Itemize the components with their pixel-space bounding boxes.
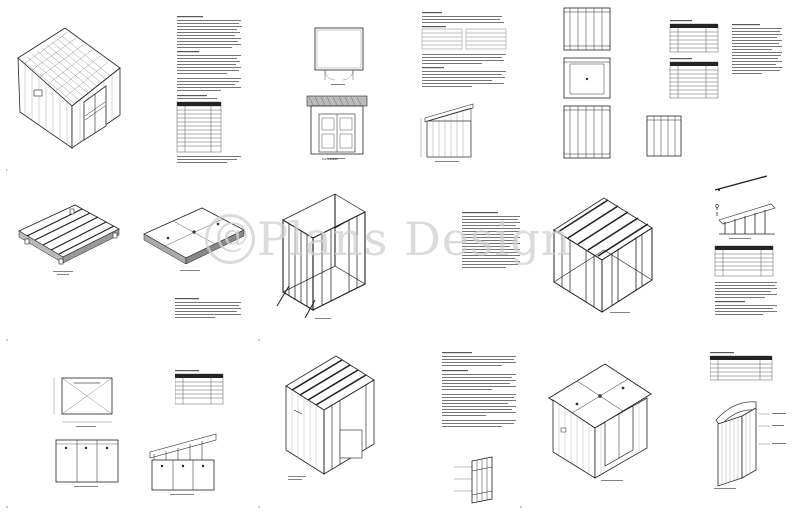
floor-plan-front-elevation (306, 27, 368, 159)
intro-text-panel (175, 14, 245, 174)
page-number: 5 (6, 505, 8, 509)
side-elevation (420, 103, 474, 162)
roof-rafters-siding-iso (285, 355, 375, 480)
floor-frame-iso (18, 204, 120, 275)
right-text-column (732, 24, 782, 74)
roof-framing-iso (553, 197, 653, 313)
floor-plywood-iso (143, 207, 245, 271)
page-number: 3 (6, 338, 8, 342)
page-number: 2 (258, 338, 260, 342)
instructions-text-column (462, 212, 520, 268)
shed-isometric-view (17, 27, 121, 149)
small-shed-rear (714, 401, 786, 489)
materials-text-panel (420, 10, 510, 90)
text-lines (176, 16, 242, 163)
door-detail (454, 456, 493, 504)
small-wall-elevation (646, 115, 682, 157)
page-number: 6 (520, 505, 522, 509)
plywood-text (175, 298, 241, 318)
door-text-column (442, 352, 516, 427)
materials-lines (421, 12, 507, 87)
final-table (710, 352, 773, 381)
wall-framing-elevations (563, 7, 611, 159)
caption-front-elevation: Front Elevation (322, 158, 339, 161)
cut-list-tables (669, 20, 719, 99)
wall-framing-iso (276, 193, 366, 319)
gable-table (175, 370, 224, 405)
gable-elevation (149, 433, 217, 495)
rafter-detail (714, 175, 777, 315)
page-number: 1 (6, 168, 8, 172)
finished-shed-iso (548, 363, 652, 481)
page-number: 4 (258, 505, 260, 509)
floor-plan-back-elevation (53, 377, 119, 487)
